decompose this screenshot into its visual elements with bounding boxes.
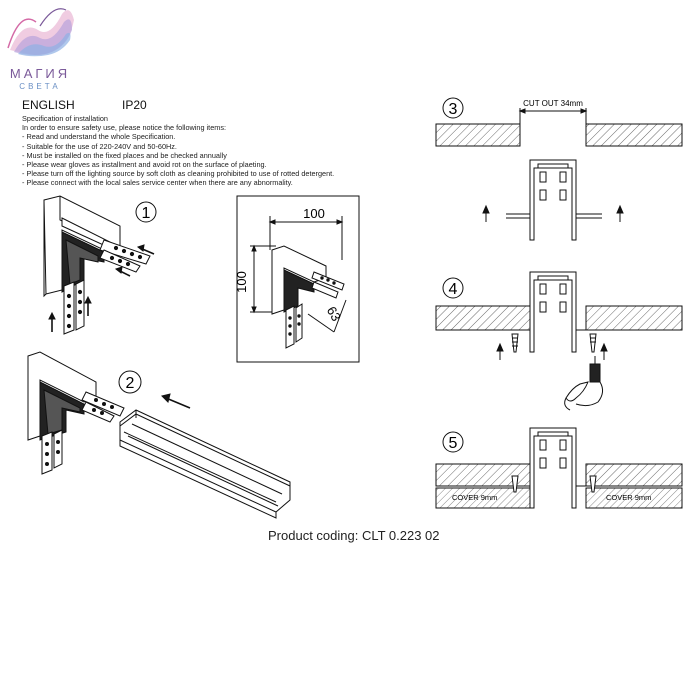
specification-item: - Please connect with the local sales se…	[22, 178, 293, 188]
dimension-height: 100	[234, 271, 249, 293]
specification-title: Specification of installation	[22, 114, 108, 123]
specification-item: - Suitable for the use of 220-240V and 5…	[22, 141, 177, 151]
step-2-number: 2	[126, 375, 135, 392]
step-1-number: 1	[142, 205, 151, 222]
step-3-badge	[442, 97, 464, 119]
step-1-illustration	[43, 195, 155, 335]
dimension-depth: 63	[324, 304, 344, 324]
specification-item: - Please wear gloves as installment and …	[22, 160, 267, 170]
step-5-number: 5	[449, 435, 458, 452]
specification-item: - Must be installed on the fixed places …	[22, 150, 227, 160]
step-4-badge	[442, 277, 464, 299]
cutout-label: CUT OUT 34mm	[523, 99, 583, 108]
step-3-number: 3	[449, 101, 458, 118]
step-4-number: 4	[449, 281, 458, 298]
step-5-badge	[442, 431, 464, 453]
dimension-illustration	[250, 216, 347, 349]
brand-name: МАГИЯ	[9, 66, 71, 81]
specification-block: Specification of installation In order t…	[22, 114, 334, 188]
step-5-illustration	[435, 427, 683, 509]
brand-logo-icon	[7, 8, 74, 57]
step-1-badge	[135, 201, 157, 223]
step-3-illustration	[435, 108, 683, 241]
specification-intro: In order to ensure safety use, please no…	[22, 123, 227, 133]
step-2-badge	[118, 370, 142, 394]
specification-item: - Read and understand the whole Specific…	[22, 132, 176, 142]
cover-label-right: COVER 9mm	[606, 493, 651, 502]
language-label: ENGLISH	[22, 98, 75, 112]
step-2-illustration	[27, 351, 291, 519]
specification-item: - Please turn off the lighting source by…	[22, 169, 335, 179]
ip-rating: IP20	[122, 98, 147, 112]
cover-label-left: COVER 9mm	[452, 493, 497, 502]
step-4-illustration	[435, 271, 683, 411]
product-coding: Product coding: CLT 0.223 02	[268, 528, 440, 543]
dimension-width: 100	[303, 206, 325, 221]
brand-tagline: СВЕТА	[19, 82, 61, 91]
